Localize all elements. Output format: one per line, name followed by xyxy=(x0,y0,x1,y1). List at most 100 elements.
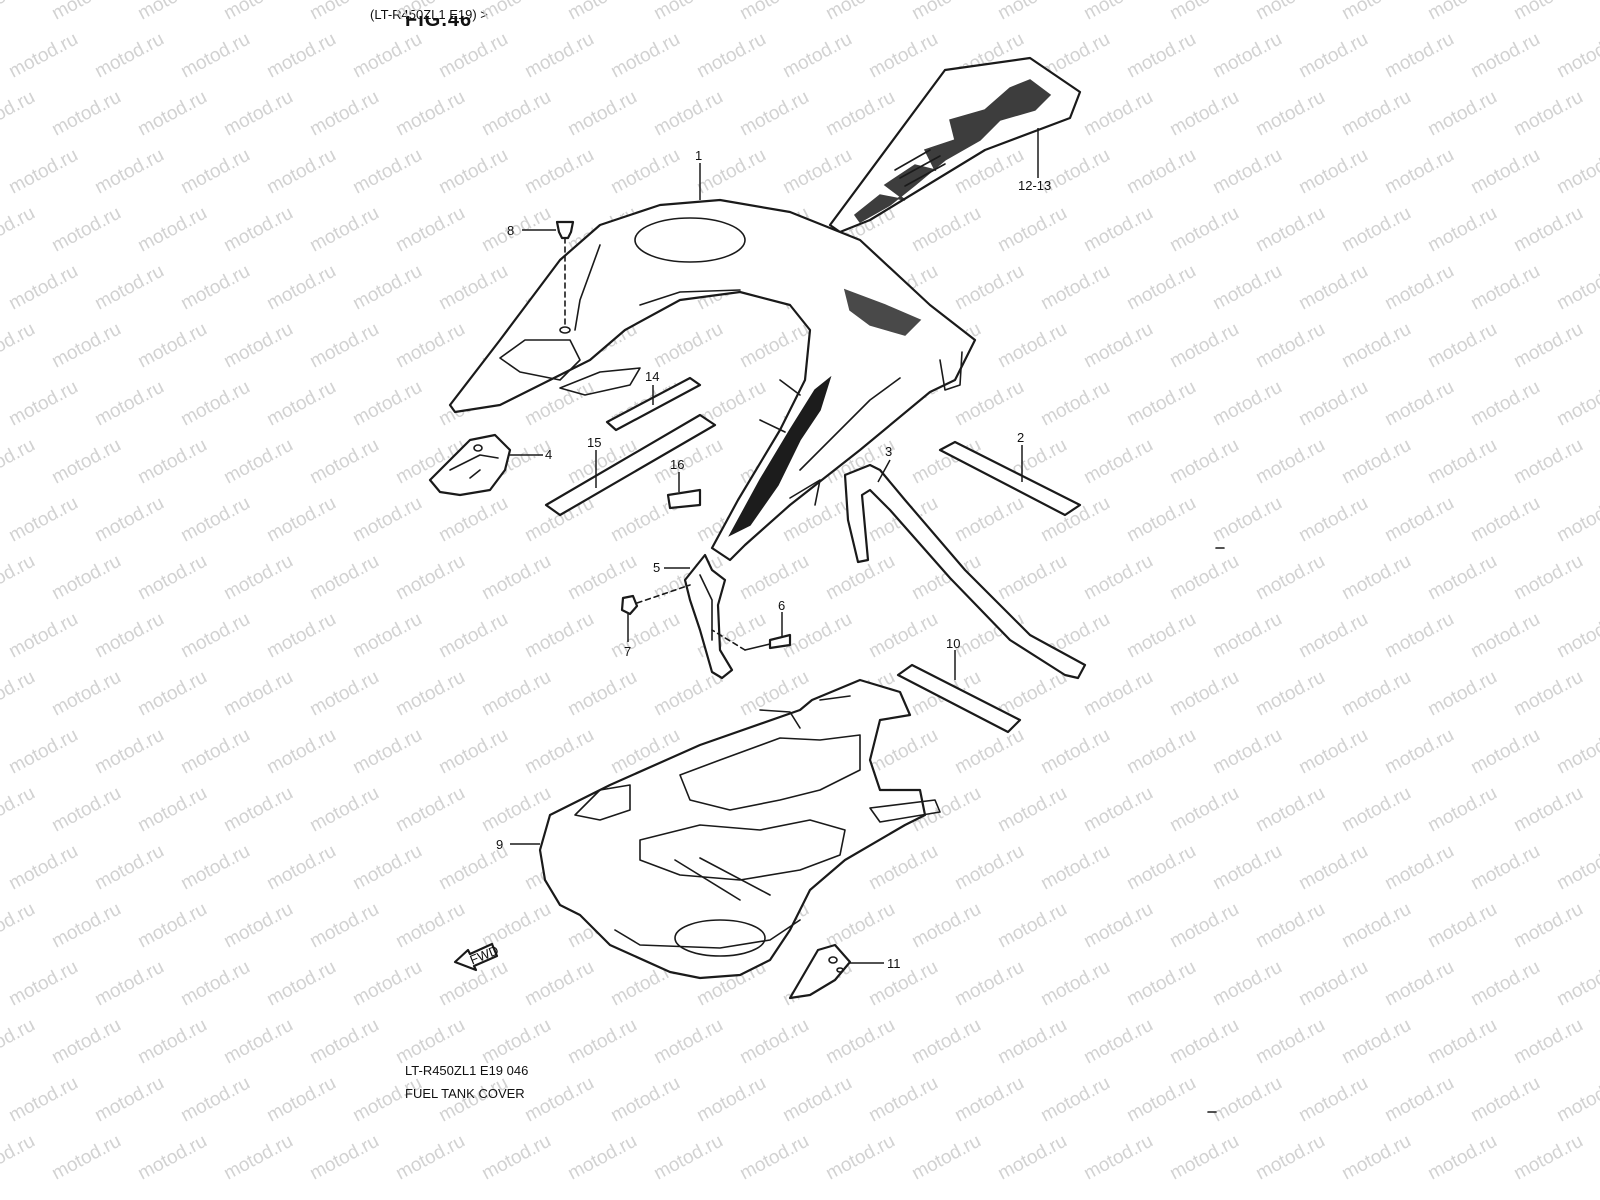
watermark-text: motod.ru xyxy=(1553,145,1600,199)
watermark-text: motod.ru xyxy=(134,319,210,373)
watermark-text: motod.ru xyxy=(1080,0,1156,24)
watermark-text: motod.ru xyxy=(1338,203,1414,257)
watermark-text: motod.ru xyxy=(1166,899,1242,953)
callout-5: 5 xyxy=(653,560,690,575)
watermark-text: motod.ru xyxy=(1166,551,1242,605)
watermark-text: motod.ru xyxy=(1510,551,1586,605)
watermark-text: motod.ru xyxy=(1596,1015,1600,1069)
bolt-part-6[interactable] xyxy=(711,629,792,651)
watermark-text: motod.ru xyxy=(1252,899,1328,953)
callout-label-8: 8 xyxy=(507,223,514,238)
watermark-text: motod.ru xyxy=(1596,667,1600,721)
callout-label-2: 2 xyxy=(1017,430,1024,445)
watermark-text: motod.ru xyxy=(1166,1015,1242,1069)
watermark-text: motod.ru xyxy=(1252,87,1328,141)
watermark-text: motod.ru xyxy=(177,29,253,83)
decal-part-12-13[interactable] xyxy=(828,56,1082,234)
callout-4: 4 xyxy=(508,447,552,462)
watermark-text: motod.ru xyxy=(349,261,425,315)
watermark-text: motod.ru xyxy=(1338,667,1414,721)
watermark-text: motod.ru xyxy=(994,899,1070,953)
watermark-text: motod.ru xyxy=(1123,841,1199,895)
watermark-text: motod.ru xyxy=(306,899,382,953)
pad-part-2[interactable] xyxy=(938,440,1082,517)
watermark-text: motod.ru xyxy=(994,0,1070,24)
bracket-part-5[interactable] xyxy=(683,553,734,680)
strap-part-3[interactable] xyxy=(843,463,1087,680)
watermark-text: motod.ru xyxy=(220,1131,296,1185)
watermark-text: motod.ru xyxy=(564,1015,640,1069)
watermark-text: motod.ru xyxy=(1080,435,1156,489)
watermark-text: motod.ru xyxy=(951,493,1027,547)
watermark-text: motod.ru xyxy=(134,899,210,953)
watermark-text: motod.ru xyxy=(1467,29,1543,83)
watermark-text: motod.ru xyxy=(349,841,425,895)
watermark-text: motod.ru xyxy=(177,261,253,315)
watermark-text: motod.ru xyxy=(1166,0,1242,24)
pad-part-10[interactable] xyxy=(896,663,1022,734)
watermark-text: motod.ru xyxy=(1123,261,1199,315)
model-reference: (LT-R450ZL1 E19) > xyxy=(370,7,488,22)
watermark-text: motod.ru xyxy=(736,1131,812,1185)
watermark-text: motod.ru xyxy=(736,87,812,141)
bracket-part-11[interactable] xyxy=(788,943,852,1000)
watermark-text: motod.ru xyxy=(994,319,1070,373)
bracket-part-4[interactable] xyxy=(428,433,512,497)
watermark-text: motod.ru xyxy=(349,957,425,1011)
watermark-text: motod.ru xyxy=(865,841,941,895)
watermark-text: motod.ru xyxy=(0,1015,39,1069)
watermark-text: motod.ru xyxy=(435,493,511,547)
watermark-text: motod.ru xyxy=(1381,261,1457,315)
watermark-text: motod.ru xyxy=(994,783,1070,837)
watermark-text: motod.ru xyxy=(1338,783,1414,837)
watermark-text: motod.ru xyxy=(5,493,81,547)
watermark-text: motod.ru xyxy=(177,377,253,431)
watermark-text: motod.ru xyxy=(435,29,511,83)
watermark-text: motod.ru xyxy=(1209,261,1285,315)
watermark-text: motod.ru xyxy=(1252,319,1328,373)
callout-3: 3 xyxy=(877,444,892,483)
watermark-text: motod.ru xyxy=(263,29,339,83)
watermark-text: motod.ru xyxy=(306,435,382,489)
watermark-text: motod.ru xyxy=(865,1073,941,1127)
watermark-text: motod.ru xyxy=(349,493,425,547)
fuel-tank-cover-part-1[interactable] xyxy=(448,198,977,562)
pad-part-16[interactable] xyxy=(666,488,702,510)
watermark-text: motod.ru xyxy=(1467,493,1543,547)
callout-14: 14 xyxy=(645,369,659,405)
watermark-text: motod.ru xyxy=(1553,725,1600,779)
watermark-text: motod.ru xyxy=(607,145,683,199)
watermark-text: motod.ru xyxy=(1252,0,1328,24)
inner-tray-part-9[interactable] xyxy=(538,678,941,980)
watermark-text: motod.ru xyxy=(951,725,1027,779)
watermark-text: motod.ru xyxy=(435,261,511,315)
watermark-text: motod.ru xyxy=(1080,899,1156,953)
watermark-text: motod.ru xyxy=(1209,29,1285,83)
watermark-text: motod.ru xyxy=(1123,377,1199,431)
watermark-text: motod.ru xyxy=(1467,609,1543,663)
watermark-text: motod.ru xyxy=(1295,145,1371,199)
watermark-text: motod.ru xyxy=(1596,899,1600,953)
watermark-text: motod.ru xyxy=(521,957,597,1011)
watermark-text: motod.ru xyxy=(1166,783,1242,837)
callout-label-4: 4 xyxy=(545,447,552,462)
watermark-text: motod.ru xyxy=(349,29,425,83)
watermark-text: motod.ru xyxy=(1381,725,1457,779)
clip-part-8[interactable] xyxy=(555,220,575,334)
watermark-text: motod.ru xyxy=(908,899,984,953)
watermark-text: motod.ru xyxy=(650,319,726,373)
watermark-text: motod.ru xyxy=(5,725,81,779)
watermark-text: motod.ru xyxy=(1037,957,1113,1011)
watermark-text: motod.ru xyxy=(908,1015,984,1069)
watermark-text: motod.ru xyxy=(5,841,81,895)
watermark-text: motod.ru xyxy=(263,609,339,663)
watermark-text: motod.ru xyxy=(1553,261,1600,315)
watermark-text: motod.ru xyxy=(1209,377,1285,431)
nut-part-7[interactable] xyxy=(620,584,691,616)
watermark-text: motod.ru xyxy=(134,551,210,605)
callout-8: 8 xyxy=(507,223,556,238)
pad-part-15[interactable] xyxy=(544,413,717,517)
watermark-text: motod.ru xyxy=(0,1131,39,1185)
